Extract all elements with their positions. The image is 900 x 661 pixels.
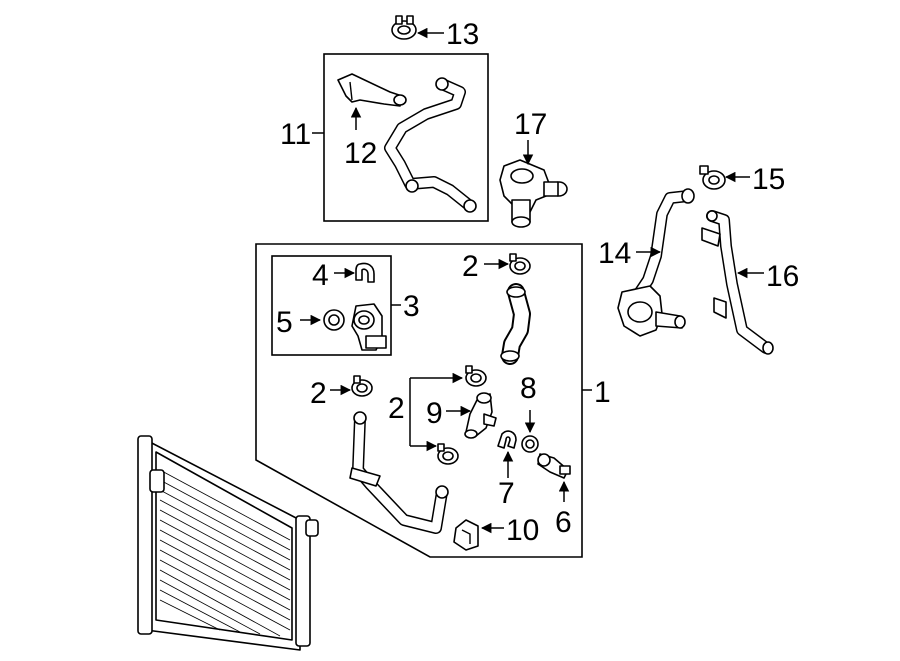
callout-2-mid: 2 xyxy=(388,392,405,425)
part-5-o-ring xyxy=(323,309,345,331)
group-box-1 xyxy=(255,243,583,558)
callout-11: 11 xyxy=(280,118,311,151)
callout-13: 13 xyxy=(446,18,479,51)
part-15-clamp xyxy=(699,165,726,190)
callout-9: 9 xyxy=(426,397,443,430)
part-11-hose xyxy=(384,77,477,213)
callout-5: 5 xyxy=(276,306,293,339)
part-2-clamp-mid-lower xyxy=(437,443,459,465)
radiator-fins xyxy=(159,469,291,637)
part-10-bracket xyxy=(453,519,479,551)
callout-16: 16 xyxy=(766,260,799,293)
part-2-clamp-top xyxy=(509,253,531,275)
part-16-pipe xyxy=(701,210,774,355)
part-6-temperature-sensor xyxy=(537,453,571,479)
part-14-pump-hose xyxy=(617,188,695,337)
callout-8: 8 xyxy=(520,372,537,405)
callout-6: 6 xyxy=(555,506,572,539)
part-2-clamp-left xyxy=(351,375,373,397)
part-3-elbow-fitting xyxy=(351,303,387,351)
callout-12: 12 xyxy=(344,137,377,170)
callout-2-left: 2 xyxy=(310,377,327,410)
callout-7: 7 xyxy=(498,477,515,510)
group-box-11 xyxy=(323,53,489,222)
part-13-clamp xyxy=(391,15,417,40)
callout-2-top: 2 xyxy=(462,250,479,283)
part-7-clip xyxy=(497,430,517,449)
callout-3: 3 xyxy=(403,290,420,323)
callout-14: 14 xyxy=(598,237,631,270)
callout-10: 10 xyxy=(506,514,539,547)
part-upper-hose xyxy=(500,283,531,365)
part-4-clip xyxy=(355,262,375,283)
part-lower-hose xyxy=(349,411,449,534)
callout-15: 15 xyxy=(752,163,785,196)
callout-17: 17 xyxy=(514,108,547,141)
part-12-bracket xyxy=(337,73,407,107)
part-2-clamp-mid-upper xyxy=(465,365,487,387)
callout-1: 1 xyxy=(594,376,611,409)
part-9-connector xyxy=(464,392,497,439)
part-17-thermostat-housing xyxy=(499,159,568,228)
radiator xyxy=(137,435,319,651)
part-8-o-ring xyxy=(521,435,539,453)
callout-4: 4 xyxy=(312,259,329,292)
